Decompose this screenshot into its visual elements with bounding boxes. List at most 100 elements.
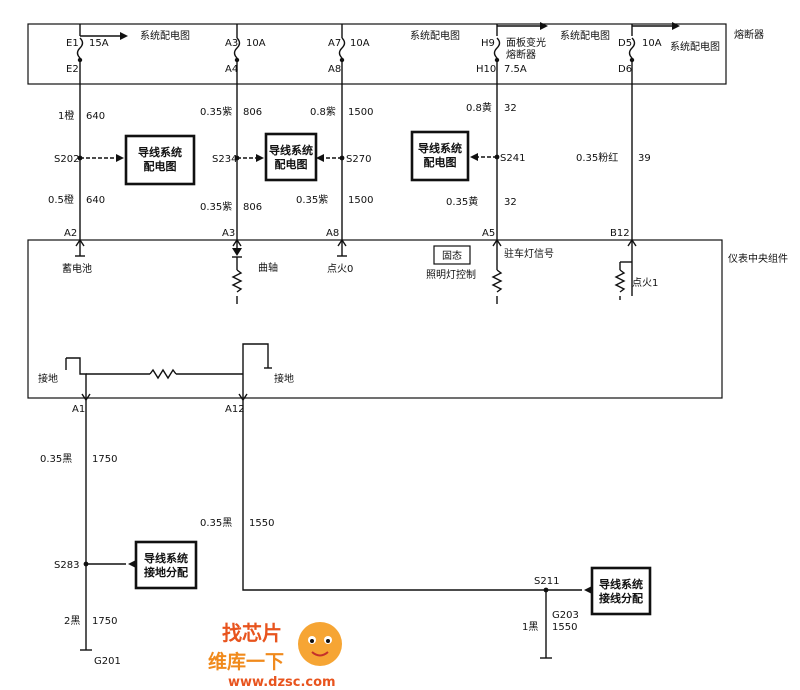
fuse-h9-h10: H9 面板变光 熔断器 H10 7.5A 系统配电图 [476,22,610,75]
wire-4-upper-spec: 0.8黄 [466,101,492,114]
mascot-pupil-right-icon [326,639,330,643]
solid-state-box [433,245,471,265]
fuse-d5-d6: D5 10A D6 系统配电图 [618,22,720,75]
splice-s234: S234 [212,154,237,165]
func-ignition-1: 点火1 [632,277,658,289]
ref-box-3-line-1: 导线系统 [418,141,462,155]
fuse-5-bottom-pin: D6 [618,64,632,75]
wire-3-lower-circuit: 1500 [348,195,373,206]
fuse-2-terminal [234,57,240,63]
s241-arrow-icon [470,153,478,161]
fuse-a3-a4: A3 10A A4 [225,24,266,75]
ref-box-wiring-dist-1 [124,134,196,186]
fuse-3-rating: 10A [350,38,370,49]
fuse-e1-e2: E1 15A E2 系统配电图 [66,24,190,75]
watermark: 找芯片 维库一下 www.dzsc.com [208,621,342,690]
func-parking-lamp: 驻车灯信号 [504,247,554,260]
pin-a5: A5 [482,228,495,239]
fuse-5-terminal [629,57,635,63]
fuse-1-arrow-icon [120,32,128,40]
wire-1-upper-spec: 1橙 [58,109,74,122]
ground-g201: G201 [94,656,121,667]
fuse-4-name-line-2: 熔断器 [506,48,536,61]
s234-arrow-icon [256,154,264,162]
fuse-4-symbol [493,37,501,59]
wire-3-upper-circuit: 1500 [348,107,373,118]
fuse-block-title: 熔断器 [734,28,764,41]
fuse-2-symbol [233,37,241,59]
wire-4-lower-spec: 0.35黄 [446,195,478,208]
fuse-3-symbol [338,37,346,59]
pin-a3: A3 [222,228,235,239]
wire-2-upper-spec: 0.35紫 [200,106,232,118]
cluster-title: 仪表中央组件 [728,252,788,265]
pin-b12: B12 [610,228,630,239]
splice-s211: S211 [534,576,559,587]
fuse-5-symbol [628,37,636,59]
fuse-3-ref: 系统配电图 [410,29,460,42]
a1-lower-circuit: 1750 [92,616,117,627]
watermark-url: www.dzsc.com [228,675,336,690]
ref-box-5-line-1: 导线系统 [599,577,643,591]
wire-1-lower-spec: 0.5橙 [48,193,74,206]
fuse-4-bottom-pin: H10 [476,64,496,75]
fuse-2-bottom-pin: A4 [225,64,238,75]
ref-box-2-line-1: 导线系统 [269,143,313,157]
ref-box-5-line-2: 接线分配 [599,591,643,605]
ref-box-wiring-dist-2 [264,132,318,182]
mascot-icon [298,622,342,666]
g203-label: G203 [552,610,579,621]
pin-a1: A1 [72,404,85,415]
fuse-block-outline [27,23,727,85]
func-battery: 蓄电池 [62,262,92,275]
mascot-mouth-icon [311,651,329,657]
splice-s270: S270 [346,154,371,165]
fuse-5-rating: 10A [642,38,662,49]
fuse-5-arrow-icon [672,22,680,30]
fuse-a7-a8: A7 10A A8 系统配电图 [328,24,460,75]
ref-box-wiring-dist-3 [410,130,470,182]
fuse-5-ref: 系统配电图 [670,40,720,53]
g203-spec: 1黑 [522,621,538,633]
ref-box-1-line-2: 配电图 [144,159,177,173]
solid-state-label: 固态 [442,249,462,262]
fuse-4-top-pin: H9 [481,38,495,49]
fuse-2-top-pin: A3 [225,38,238,49]
fuse-4-ref: 系统配电图 [560,29,610,42]
fuse-1-terminal [77,57,83,63]
wire-4-lower-circuit: 32 [504,197,517,208]
ground-label-1: 接地 [38,372,58,385]
diode-icon [232,248,242,256]
cluster-outline [27,239,723,399]
a3-resistor-icon [231,269,243,293]
pin-a8: A8 [326,228,339,239]
splice-s283: S283 [54,560,79,571]
fuse-4-terminal [494,57,500,63]
g203-circuit: 1550 [552,622,577,633]
wire-5-upper-spec: 0.35粉红 [576,151,618,164]
a12-spec: 0.35黑 [200,517,232,529]
ground-2-path [242,343,269,398]
fuse-1-symbol [76,37,84,59]
fuse-5-top-pin: D5 [618,38,632,49]
func-crank: 曲轴 [258,261,278,274]
ref-box-1-line-1: 导线系统 [138,145,182,159]
s270-arrow-icon [316,154,324,162]
a1-circuit: 1750 [92,454,117,465]
splice-s241: S241 [500,153,525,164]
s202-arrow-icon [116,154,124,162]
ref-box-3-line-2: 配电图 [424,155,457,169]
fuse-4-arrow-icon [540,22,548,30]
fuse-4-rating: 7.5A [504,64,527,75]
splice-s202: S202 [54,154,79,165]
pin-a2: A2 [64,228,77,239]
fuse-1-top-pin: E1 [66,38,79,49]
b12-resistor-icon [614,269,626,293]
ref-box-splice-dist [590,566,652,616]
s211-arrow-icon [584,586,592,594]
wire-3-upper-spec: 0.8紫 [310,106,336,118]
ground-1-path [66,357,87,398]
fuse-2-rating: 10A [246,38,266,49]
wire-3-lower-spec: 0.35紫 [296,194,328,206]
